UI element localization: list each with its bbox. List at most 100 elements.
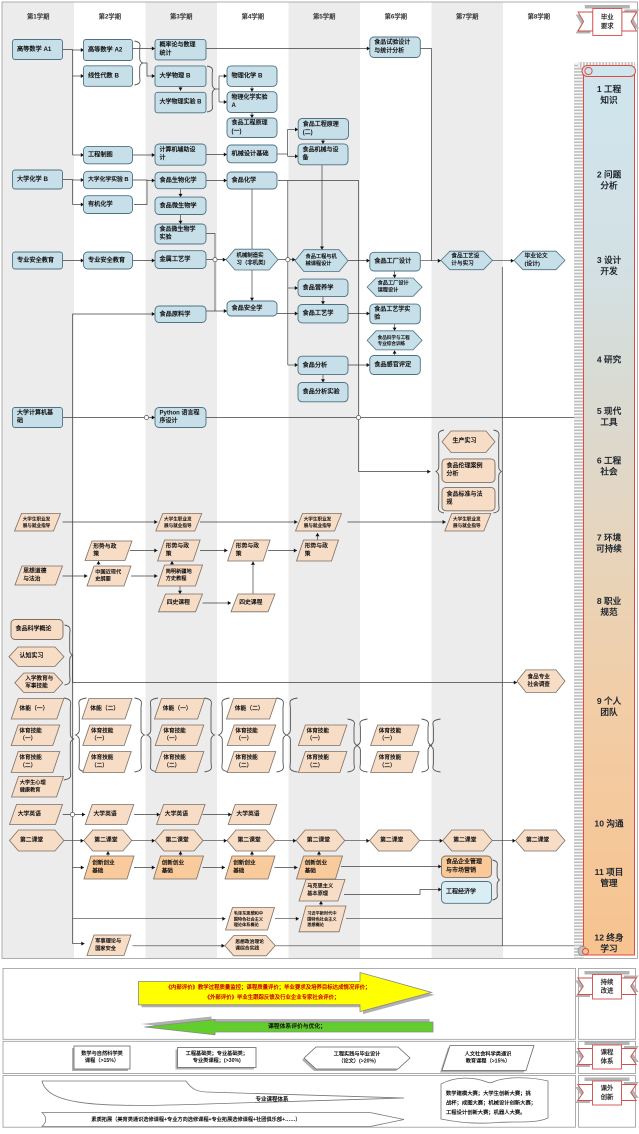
svg-text:策: 策 — [305, 549, 311, 557]
svg-text:第二课堂: 第二课堂 — [20, 836, 43, 844]
svg-text:要求: 要求 — [601, 21, 614, 30]
svg-text:思想概论: 思想概论 — [307, 921, 325, 928]
svg-text:（二）: （二） — [379, 761, 396, 769]
svg-text:课程设计: 课程设计 — [378, 286, 400, 294]
svg-text:大学化学 B: 大学化学 B — [17, 175, 48, 183]
svg-text:基础: 基础 — [91, 866, 104, 874]
svg-text:(设计): (设计) — [525, 259, 541, 267]
svg-text:（二）: （二） — [19, 761, 36, 769]
svg-text:创新创业: 创新创业 — [161, 859, 185, 867]
svg-text:形势与政: 形势与政 — [305, 542, 328, 550]
svg-text:《内部评价》教学过程质量监控；课程质量评价；毕业要求及培养目: 《内部评价》教学过程质量监控；课程质量评价；毕业要求及培养目标达成情况评价； — [166, 983, 371, 991]
svg-text:食品微生物学: 食品微生物学 — [159, 225, 196, 233]
svg-text:高等数学 A2: 高等数学 A2 — [88, 46, 123, 54]
svg-text:策: 策 — [166, 549, 172, 557]
svg-text:中国近现代: 中国近现代 — [95, 567, 122, 575]
svg-text:与法治: 与法治 — [23, 574, 41, 582]
svg-text:创新创业: 创新创业 — [91, 859, 115, 867]
svg-text:创新创业: 创新创业 — [304, 859, 328, 867]
svg-text:人文社会科学类通识: 人文社会科学类通识 — [465, 1049, 513, 1057]
svg-text:第1学期: 第1学期 — [27, 12, 49, 21]
svg-text:食品分析实验: 食品分析实验 — [302, 388, 341, 396]
svg-text:课程（>15%）: 课程（>15%） — [85, 1056, 119, 1064]
svg-text:计与实习: 计与实习 — [451, 259, 474, 267]
svg-text:毕业论文: 毕业论文 — [525, 252, 548, 260]
svg-text:6 工程: 6 工程 — [597, 455, 622, 466]
svg-text:3 设计: 3 设计 — [597, 254, 622, 265]
svg-text:生产实习: 生产实习 — [453, 437, 477, 445]
svg-text:大学生职业发: 大学生职业发 — [164, 516, 192, 523]
svg-text:（一）: （一） — [379, 734, 396, 742]
svg-text:食品标准与法: 食品标准与法 — [446, 490, 483, 498]
svg-text:与市场营销: 与市场营销 — [446, 866, 476, 874]
svg-text:A: A — [232, 103, 237, 109]
svg-text:第7学期: 第7学期 — [456, 12, 478, 21]
svg-text:体育技能: 体育技能 — [379, 726, 402, 734]
svg-text:食品试验设计: 食品试验设计 — [373, 38, 410, 46]
svg-text:（二）: （二） — [91, 761, 108, 769]
svg-text:（二）: （二） — [235, 761, 252, 769]
svg-text:大学生职业发: 大学生职业发 — [23, 516, 51, 523]
svg-text:创新创业: 创新创业 — [232, 859, 256, 867]
svg-text:工程设计创新大赛；机器人大赛。: 工程设计创新大赛；机器人大赛。 — [446, 1108, 525, 1116]
svg-text:机械设计基础: 机械设计基础 — [232, 149, 269, 157]
svg-text:课综合实践: 课综合实践 — [235, 944, 259, 951]
svg-text:1 工程: 1 工程 — [597, 83, 622, 94]
svg-text:工程实践与毕业设计: 工程实践与毕业设计 — [334, 1049, 382, 1057]
svg-text:创新: 创新 — [600, 1092, 614, 1101]
svg-text:习近平新时代中: 习近平新时代中 — [307, 910, 336, 917]
svg-text:大学物理 B: 大学物理 B — [160, 72, 191, 80]
svg-text:大学物理实验 B: 大学物理实验 B — [160, 98, 203, 106]
svg-text:基础: 基础 — [161, 866, 174, 874]
svg-text:体育技能: 体育技能 — [307, 726, 330, 734]
svg-text:毛泽东思想和中: 毛泽东思想和中 — [234, 910, 263, 917]
svg-text:工具: 工具 — [600, 417, 618, 427]
svg-text:理论体系概论: 理论体系概论 — [234, 921, 260, 928]
svg-text:习（非机类）: 习（非机类） — [237, 258, 269, 266]
svg-text:体育技能: 体育技能 — [19, 726, 42, 734]
svg-text:体能（二）: 体能（二） — [90, 704, 119, 712]
svg-text:大学英语: 大学英语 — [165, 810, 188, 818]
svg-text:4 研究: 4 研究 — [597, 354, 622, 365]
svg-text:7 环境: 7 环境 — [597, 532, 622, 543]
svg-text:食品科学与工程: 食品科学与工程 — [378, 334, 411, 341]
svg-text:体能（一）: 体能（一） — [163, 704, 192, 712]
svg-text:国特色社会主义: 国特色社会主义 — [307, 915, 337, 922]
svg-text:体育技能: 体育技能 — [163, 726, 186, 734]
svg-text:专业安全教育: 专业安全教育 — [88, 256, 125, 264]
svg-text:知识: 知识 — [599, 94, 618, 105]
svg-text:思想道德: 思想道德 — [23, 567, 46, 575]
svg-text:专业类课程；(>30%): 专业类课程；(>30%) — [193, 1056, 241, 1064]
svg-text:（一）: （一） — [163, 734, 180, 742]
svg-text:团队: 团队 — [600, 706, 618, 717]
svg-text:学习: 学习 — [600, 943, 617, 954]
svg-text:体育技能: 体育技能 — [91, 726, 114, 734]
svg-text:（一）: （一） — [91, 734, 108, 742]
svg-text:5 现代: 5 现代 — [597, 405, 622, 416]
svg-text:食品科学概论: 食品科学概论 — [15, 625, 53, 633]
svg-text:第二课堂: 第二课堂 — [238, 836, 261, 844]
svg-text:战杯；成图大赛；机械设计创新大赛；: 战杯；成图大赛；机械设计创新大赛； — [446, 1098, 536, 1106]
svg-text:四史课程: 四史课程 — [239, 598, 262, 606]
svg-text:形势与政: 形势与政 — [236, 542, 259, 550]
svg-text:改进: 改进 — [601, 986, 614, 995]
svg-text:专业课程体系: 专业课程体系 — [255, 1095, 289, 1103]
svg-text:管理: 管理 — [600, 877, 618, 888]
svg-text:大学英语: 大学英语 — [94, 810, 117, 818]
svg-text:课程体系评价与优化；: 课程体系评价与优化； — [268, 1022, 326, 1030]
svg-text:课外: 课外 — [601, 1083, 614, 1092]
svg-text:规: 规 — [447, 498, 453, 506]
svg-text:（一）: （一） — [19, 734, 36, 742]
svg-text:线性代数 B: 线性代数 B — [88, 72, 119, 80]
svg-text:食品安全学: 食品安全学 — [231, 304, 263, 312]
svg-text:素质拓展（美育类通识选修课程+专业方向选修课程+专业拓展选修: 素质拓展（美育类通识选修课程+专业方向选修课程+专业拓展选修课程+社团俱乐部+…… — [91, 1115, 300, 1123]
svg-text:国特色社会主义: 国特色社会主义 — [234, 915, 264, 922]
svg-text:大学英语: 大学英语 — [18, 810, 41, 818]
svg-text:12 终身: 12 终身 — [594, 932, 624, 943]
svg-text:工程经济学: 工程经济学 — [446, 887, 476, 895]
svg-text:数学与自然科学类: 数学与自然科学类 — [81, 1049, 123, 1057]
svg-text:食品化学: 食品化学 — [231, 176, 257, 184]
svg-text:物理化学实验: 物理化学实验 — [232, 93, 268, 101]
svg-text:金属工艺学: 金属工艺学 — [159, 255, 191, 263]
svg-text:食品营养学: 食品营养学 — [302, 283, 334, 291]
